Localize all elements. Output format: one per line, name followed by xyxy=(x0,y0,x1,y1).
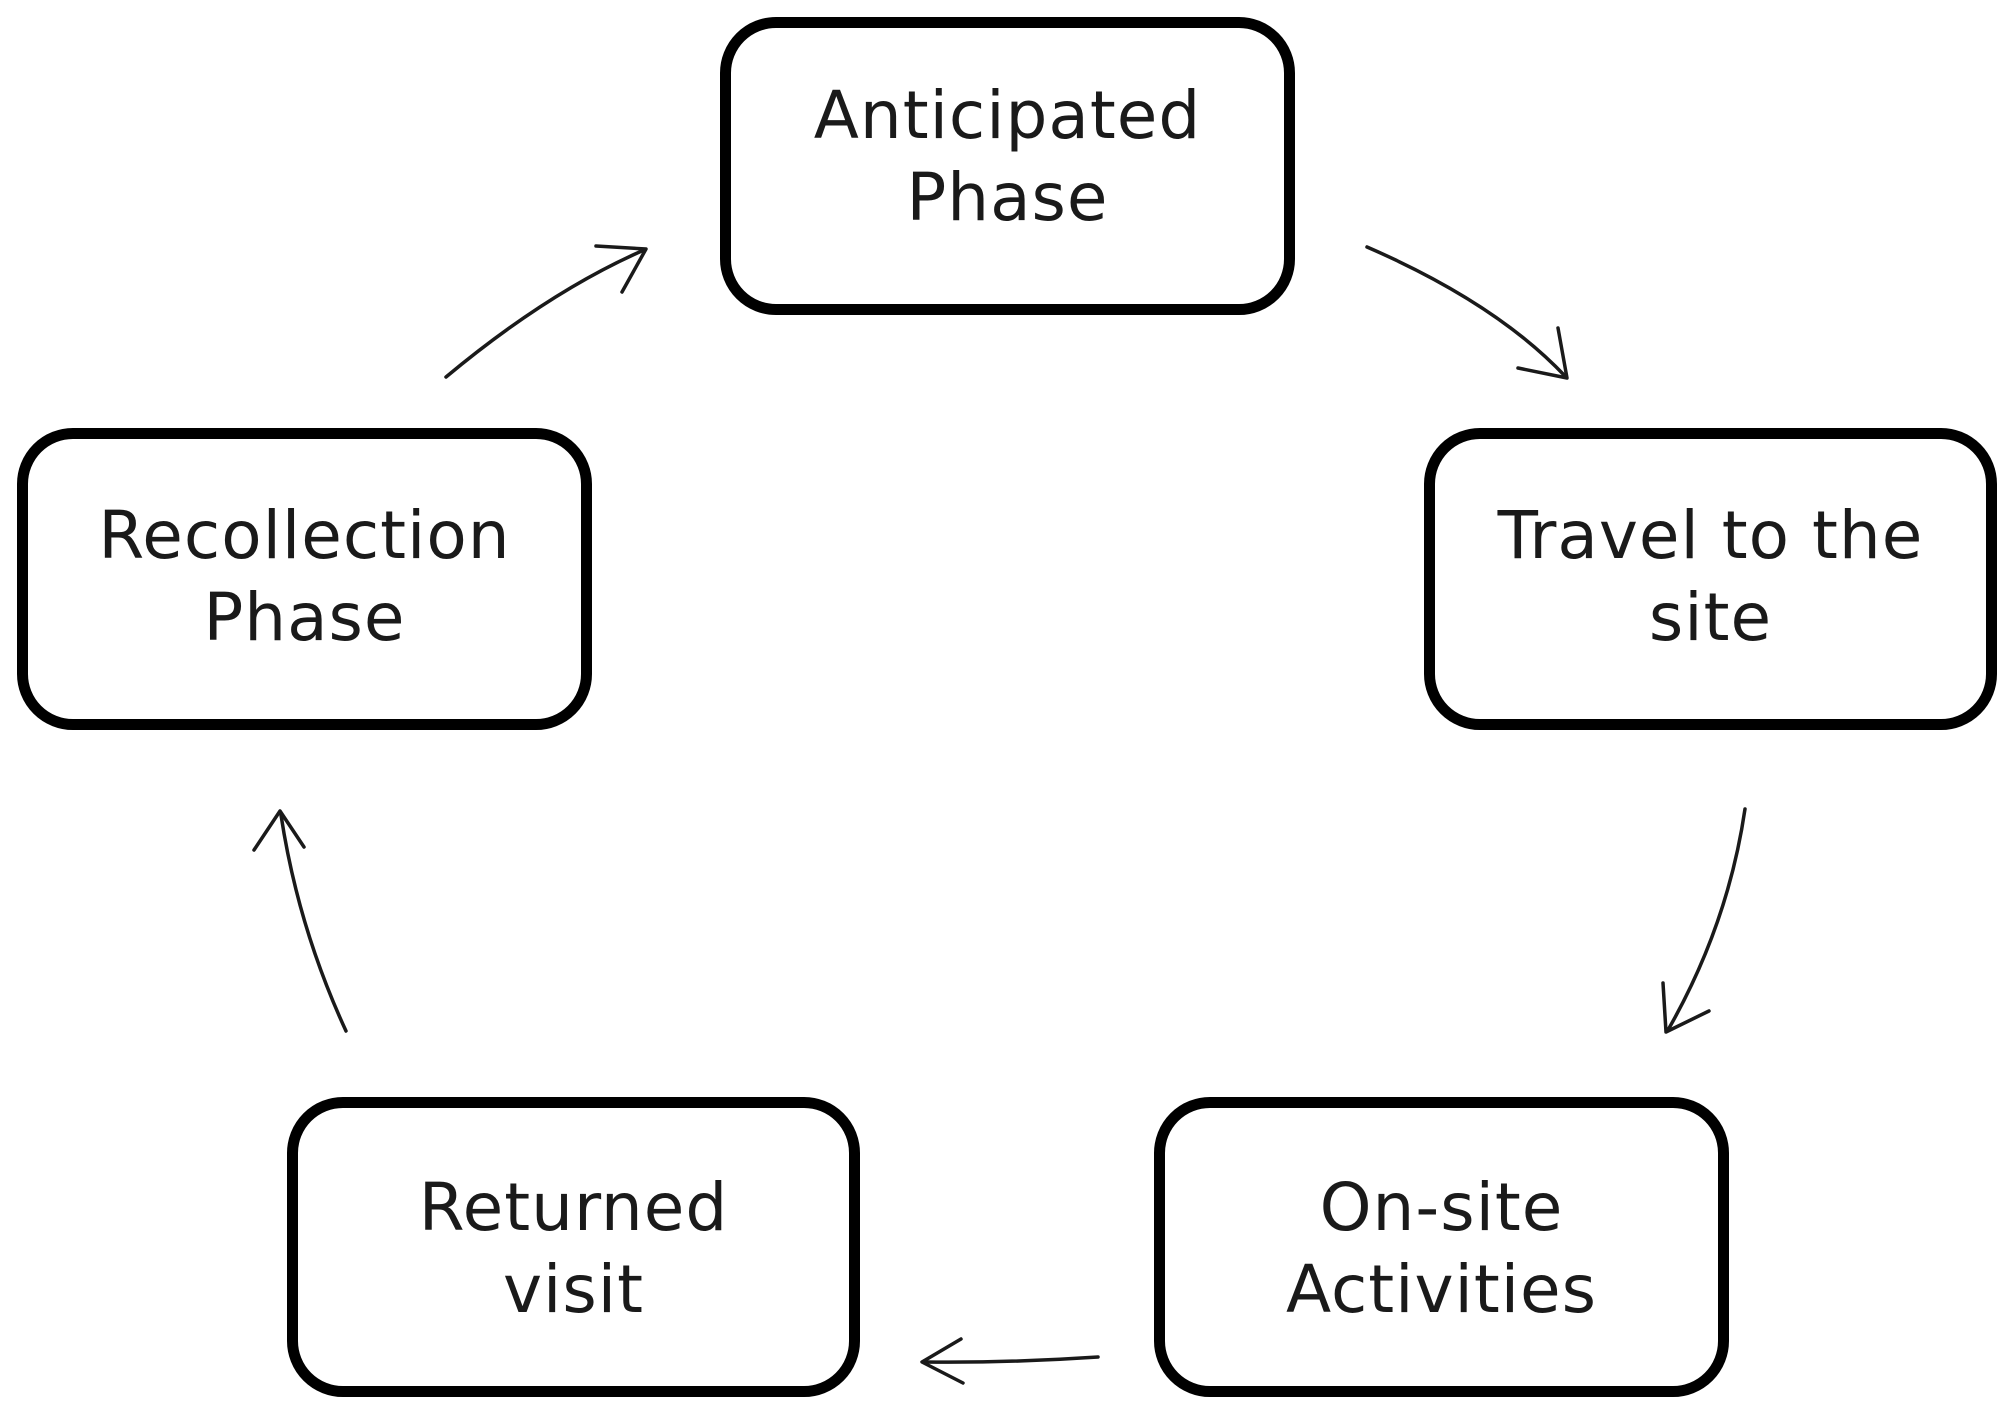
node-returned-visit: Returned visit xyxy=(287,1097,860,1397)
node-recollection-phase-line-2: Phase xyxy=(203,579,406,656)
arrow-returned-to-recollection-line xyxy=(279,813,348,1033)
arrow-onsite-to-returned-head xyxy=(920,1337,965,1385)
node-anticipated-phase-line-2: Phase xyxy=(906,159,1109,236)
node-anticipated-phase-label: Anticipated Phase xyxy=(814,75,1202,257)
node-returned-visit-line-1: Returned xyxy=(418,1169,729,1246)
arrow-travel-to-onsite xyxy=(1661,807,1747,1034)
arrow-recollection-to-anticipated xyxy=(444,244,648,379)
node-anticipated-phase: Anticipated Phase xyxy=(720,17,1295,315)
node-recollection-phase-line-1: Recollection xyxy=(98,497,511,574)
node-anticipated-phase-line-1: Anticipated xyxy=(813,77,1202,154)
node-on-site-activities-line-1: On-site xyxy=(1319,1169,1564,1246)
node-travel-to-the-site-line-2: site xyxy=(1648,579,1773,656)
node-returned-visit-line-2: visit xyxy=(502,1251,644,1328)
arrow-recollection-to-anticipated-line xyxy=(444,248,646,379)
arrow-onsite-to-returned xyxy=(920,1337,1100,1385)
arrow-recollection-to-anticipated-head xyxy=(594,244,648,294)
node-recollection-phase: Recollection Phase xyxy=(17,428,592,730)
node-travel-to-the-site-label: Travel to the site xyxy=(1498,495,1924,663)
node-on-site-activities-label: On-site Activities xyxy=(1286,1163,1597,1331)
arrow-returned-to-recollection xyxy=(252,809,348,1033)
node-recollection-phase-label: Recollection Phase xyxy=(98,495,510,663)
arrow-anticipated-to-travel-line xyxy=(1365,245,1567,378)
node-returned-visit-label: Returned visit xyxy=(419,1163,729,1331)
arrow-anticipated-to-travel xyxy=(1365,245,1569,380)
arrow-travel-to-onsite-line xyxy=(1666,807,1747,1032)
arrow-anticipated-to-travel-head xyxy=(1516,326,1569,380)
node-travel-to-the-site-line-1: Travel to the xyxy=(1497,497,1924,574)
arrow-travel-to-onsite-head xyxy=(1661,981,1711,1034)
arrow-returned-to-recollection-head xyxy=(252,809,306,852)
node-travel-to-the-site: Travel to the site xyxy=(1424,428,1997,730)
node-on-site-activities: On-site Activities xyxy=(1154,1097,1729,1397)
node-on-site-activities-line-2: Activities xyxy=(1285,1251,1598,1328)
arrow-onsite-to-returned-line xyxy=(922,1355,1100,1364)
